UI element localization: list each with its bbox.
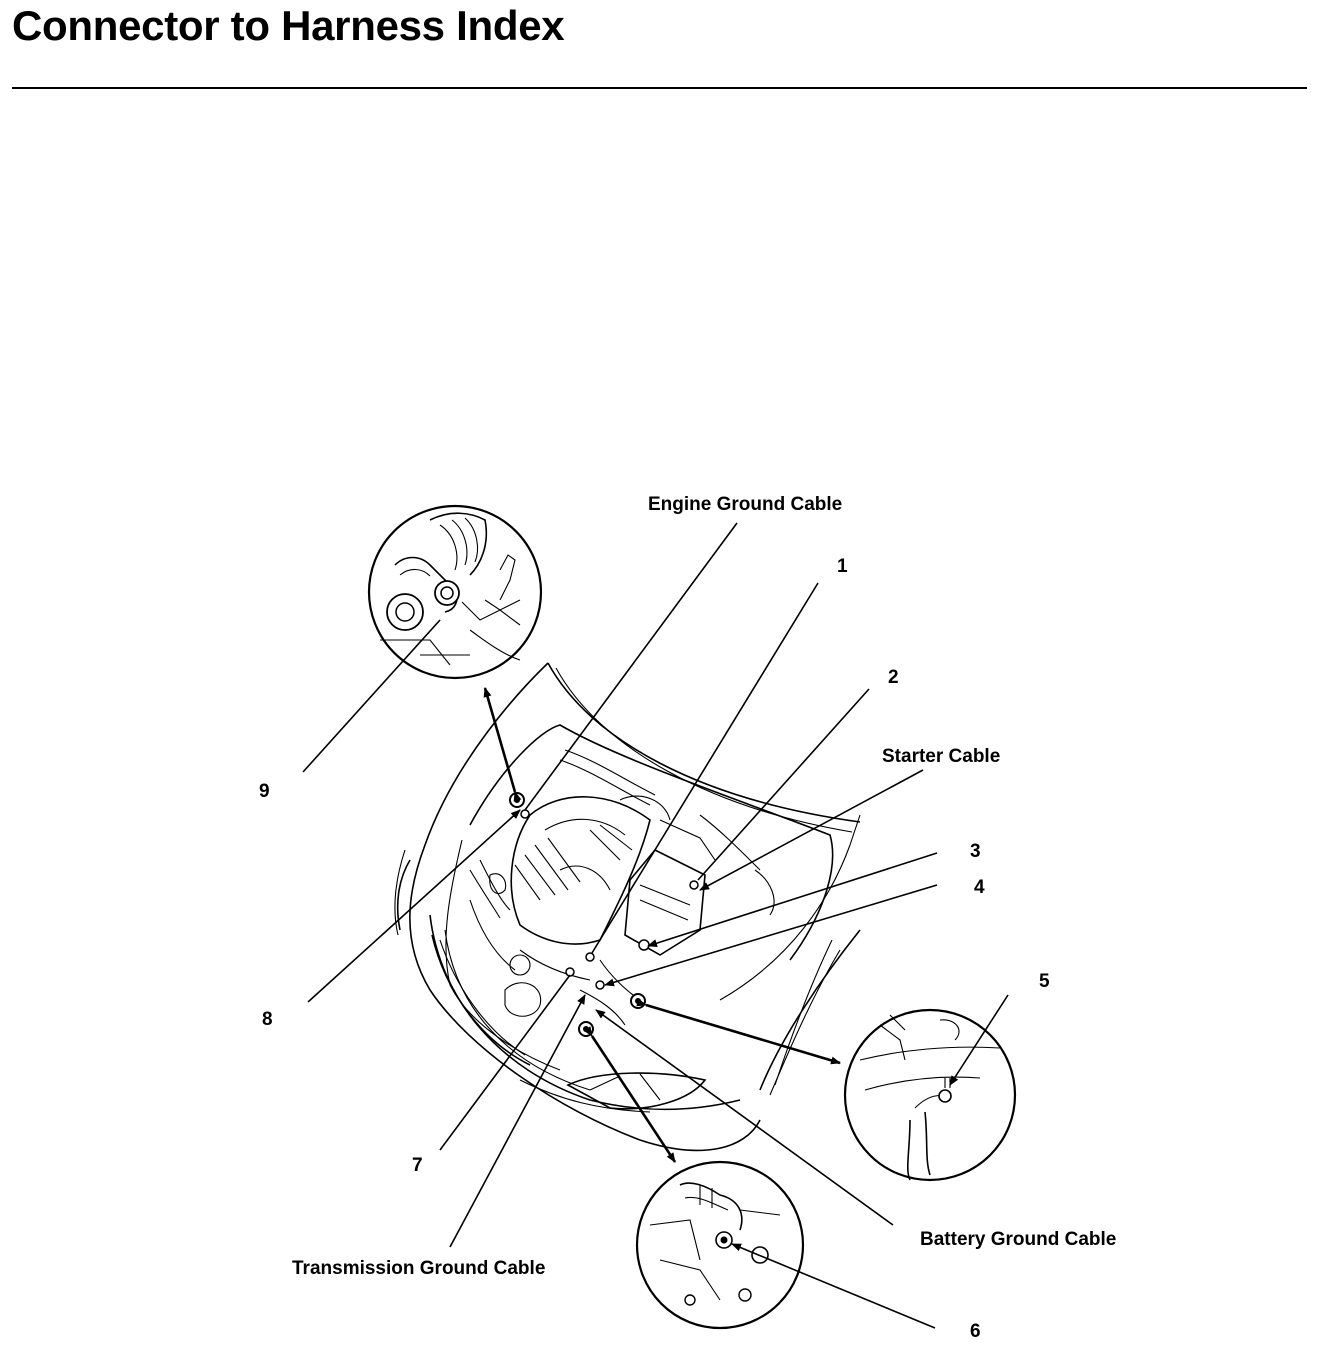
title-divider [12, 87, 1307, 89]
detail-view-engine-ground [367, 504, 543, 680]
detail-view-transmission-ground [635, 1160, 805, 1330]
callout-2: 2 [888, 667, 899, 688]
label-engine-ground-cable: Engine Ground Cable [648, 494, 842, 515]
label-starter-cable: Starter Cable [882, 746, 1000, 767]
callout-9: 9 [259, 781, 270, 802]
callout-5: 5 [1039, 971, 1050, 992]
detail-view-battery-ground [843, 1008, 1017, 1182]
leader-lines [302, 522, 1009, 1329]
callout-7: 7 [412, 1155, 423, 1176]
page-title: Connector to Harness Index [12, 2, 565, 49]
detail-connection-arrows [483, 687, 841, 1163]
label-transmission-ground-cable: Transmission Ground Cable [292, 1258, 545, 1279]
label-battery-ground-cable: Battery Ground Cable [920, 1229, 1116, 1250]
callout-1: 1 [837, 556, 848, 577]
callout-4: 4 [974, 877, 985, 898]
callout-6: 6 [970, 1321, 981, 1342]
callout-3: 3 [970, 841, 981, 862]
callout-8: 8 [262, 1009, 273, 1030]
vehicle-front-illustration [394, 662, 861, 1152]
ground-points [509, 792, 699, 1037]
